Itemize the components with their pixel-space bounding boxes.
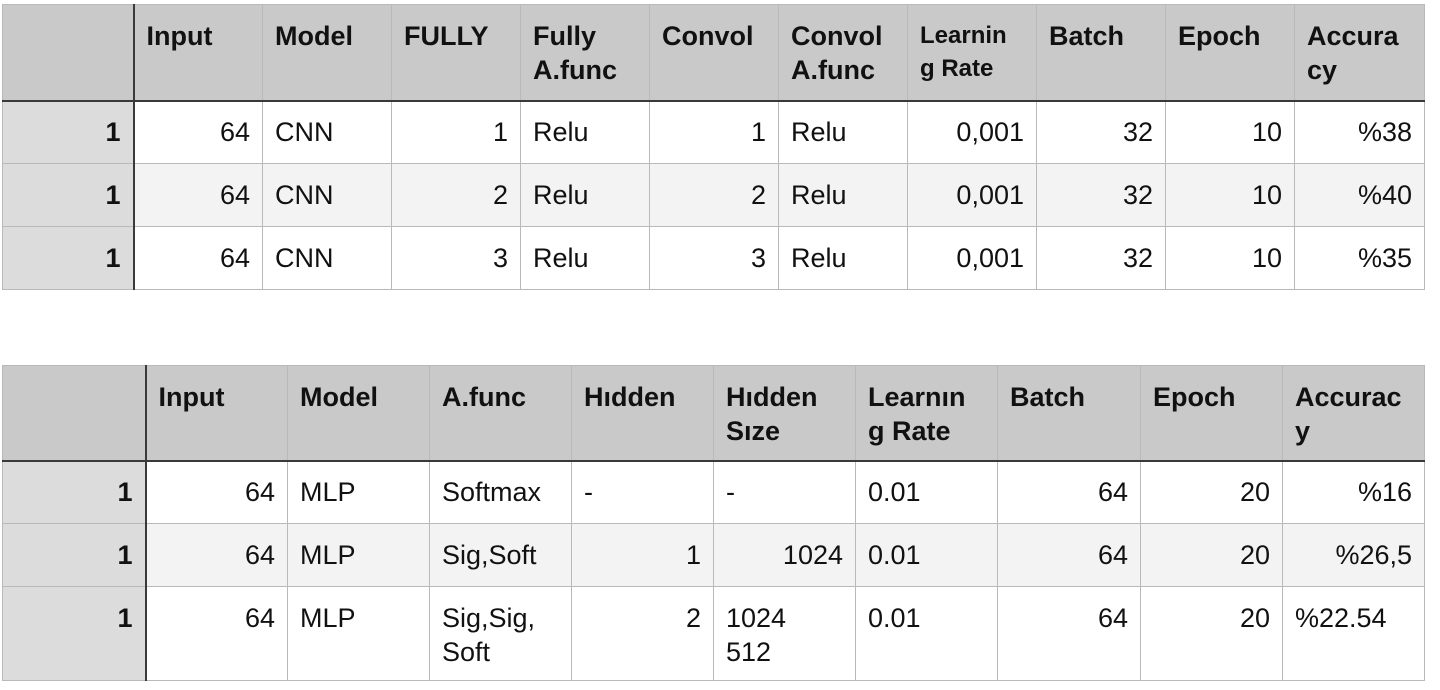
table-cell-epoch[interactable]: 10: [1165, 163, 1295, 227]
table-cell-batch[interactable]: 64: [997, 523, 1141, 587]
table-cell-accuracy[interactable]: %22.54: [1282, 586, 1425, 681]
table-cell-model[interactable]: MLP: [287, 460, 430, 524]
table-cell-convol-afunc[interactable]: Relu: [778, 100, 908, 164]
table-cell-input[interactable]: 64: [133, 100, 263, 164]
table-row: 1 64 CNN 1 Relu 1 Relu 0,001 32 10 %38: [2, 100, 1425, 164]
row-header-cell[interactable]: 1: [2, 100, 135, 164]
table-row: 1 64 CNN 2 Relu 2 Relu 0,001 32 10 %40: [2, 163, 1425, 227]
header-cell-batch[interactable]: Batch: [1036, 4, 1166, 102]
table-cell-model[interactable]: CNN: [262, 163, 392, 227]
table-cell-input[interactable]: 64: [145, 523, 288, 587]
table-cell-batch[interactable]: 32: [1036, 163, 1166, 227]
table-cell-input[interactable]: 64: [133, 163, 263, 227]
header-cell-fully[interactable]: FULLY: [391, 4, 521, 102]
header-cell-model[interactable]: Model: [287, 365, 430, 462]
table-cell-fully[interactable]: 1: [391, 100, 521, 164]
table-cell-convol[interactable]: 2: [649, 163, 779, 227]
table-cell-epoch[interactable]: 20: [1140, 586, 1283, 681]
row-header-cell[interactable]: 1: [2, 226, 135, 290]
table-cell-batch[interactable]: 64: [997, 586, 1141, 681]
table-cell-input[interactable]: 64: [133, 226, 263, 290]
table-cell-epoch[interactable]: 10: [1165, 226, 1295, 290]
table-cell-batch[interactable]: 32: [1036, 100, 1166, 164]
table-cell-input[interactable]: 64: [145, 586, 288, 681]
header-cell-hidden[interactable]: Hıdden: [571, 365, 714, 462]
table-cell-model[interactable]: CNN: [262, 226, 392, 290]
table-cell-learning-rate[interactable]: 0,001: [907, 100, 1037, 164]
table-cell-convol-afunc[interactable]: Relu: [778, 226, 908, 290]
table-cell-fully[interactable]: 3: [391, 226, 521, 290]
row-header-cell[interactable]: 1: [2, 460, 147, 524]
table-cell-model[interactable]: CNN: [262, 100, 392, 164]
header-cell-input[interactable]: Input: [145, 365, 288, 462]
table-cell-learning-rate[interactable]: 0.01: [855, 460, 998, 524]
header-cell-afunc[interactable]: A.func: [429, 365, 572, 462]
table-cell-learning-rate[interactable]: 0.01: [855, 523, 998, 587]
table-cell-hidden[interactable]: -: [571, 460, 714, 524]
table-cell-batch[interactable]: 64: [997, 460, 1141, 524]
table-row: 1 64 MLP Sig,Soft 1 1024 0.01 64 20 %26,…: [2, 523, 1425, 587]
table-cell-hidden-size[interactable]: -: [713, 460, 856, 524]
table-cell-convol-afunc[interactable]: Relu: [778, 163, 908, 227]
header-cell-convol[interactable]: Convol: [649, 4, 779, 102]
table-cell-afunc[interactable]: Softmax: [429, 460, 572, 524]
table-cell-learning-rate[interactable]: 0,001: [907, 163, 1037, 227]
row-header-cell[interactable]: 1: [2, 586, 147, 681]
table-row: 1 64 MLP Softmax - - 0.01 64 20 %16: [2, 460, 1425, 524]
table-cell-fully-afunc[interactable]: Relu: [520, 100, 650, 164]
table-cell-learning-rate[interactable]: 0,001: [907, 226, 1037, 290]
table-cell-accuracy[interactable]: %35: [1294, 226, 1425, 290]
table-cell-afunc[interactable]: Sig,Sig,Soft: [429, 586, 572, 681]
table-cell-accuracy[interactable]: %38: [1294, 100, 1425, 164]
header-cell-epoch[interactable]: Epoch: [1140, 365, 1283, 462]
header-cell-epoch[interactable]: Epoch: [1165, 4, 1295, 102]
table-cell-fully[interactable]: 2: [391, 163, 521, 227]
table-cell-model[interactable]: MLP: [287, 523, 430, 587]
table-cell-convol[interactable]: 1: [649, 100, 779, 164]
table-cell-accuracy[interactable]: %26,5: [1282, 523, 1425, 587]
table-cell-input[interactable]: 64: [145, 460, 288, 524]
table-cell-hidden-size[interactable]: 1024: [713, 523, 856, 587]
table-cell-learning-rate[interactable]: 0.01: [855, 586, 998, 681]
table-cell-accuracy[interactable]: %40: [1294, 163, 1425, 227]
row-header-cell[interactable]: 1: [2, 523, 147, 587]
table-cell-epoch[interactable]: 10: [1165, 100, 1295, 164]
table-cell-hidden[interactable]: 2: [571, 586, 714, 681]
table-cell-fully-afunc[interactable]: Relu: [520, 163, 650, 227]
header-cell-corner: [2, 4, 135, 102]
table-cell-convol[interactable]: 3: [649, 226, 779, 290]
table-cell-epoch[interactable]: 20: [1140, 523, 1283, 587]
table-cell-model[interactable]: MLP: [287, 586, 430, 681]
table-cell-afunc[interactable]: Sig,Soft: [429, 523, 572, 587]
header-cell-corner: [2, 365, 147, 462]
table-cell-accuracy[interactable]: %16: [1282, 460, 1425, 524]
table-cell-batch[interactable]: 32: [1036, 226, 1166, 290]
table-cell-fully-afunc[interactable]: Relu: [520, 226, 650, 290]
header-cell-model[interactable]: Model: [262, 4, 392, 102]
header-cell-input[interactable]: Input: [133, 4, 263, 102]
header-cell-batch[interactable]: Batch: [997, 365, 1141, 462]
table-row: 1 64 CNN 3 Relu 3 Relu 0,001 32 10 %35: [2, 226, 1425, 290]
row-header-cell[interactable]: 1: [2, 163, 135, 227]
table-cell-epoch[interactable]: 20: [1140, 460, 1283, 524]
table-cell-hidden[interactable]: 1: [571, 523, 714, 587]
